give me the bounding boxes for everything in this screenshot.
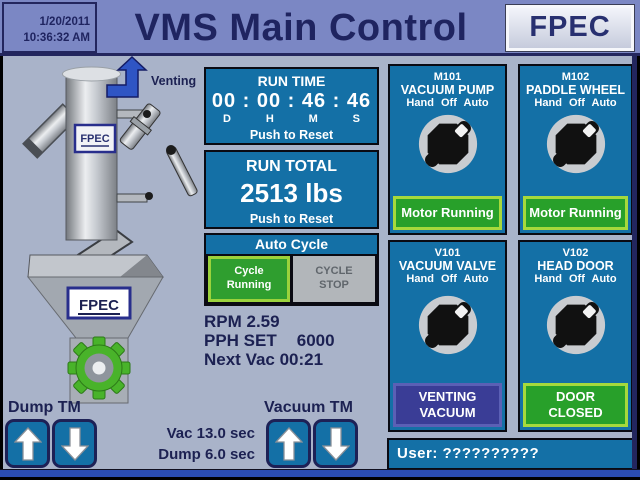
status-indicator: VENTING VACUUM	[393, 383, 502, 427]
date-text: 1/20/2011	[39, 16, 90, 28]
vacuum-tm-label: Vacuum TM	[264, 399, 353, 416]
status-indicator: Motor Running	[393, 196, 502, 230]
svg-text:FPEC: FPEC	[79, 297, 119, 314]
device-name: HEAD DOOR	[537, 259, 614, 273]
dump-tm-up-button[interactable]	[5, 419, 50, 468]
run-time-title: RUN TIME	[257, 73, 326, 89]
time-text: 10:36:32 AM	[23, 32, 90, 45]
hand-off-auto-label: Hand Off Auto	[534, 97, 617, 109]
right-frame	[632, 56, 637, 470]
control-panel-m101: M101 VACUUM PUMP Hand Off Auto Motor Run…	[388, 64, 507, 235]
selector-knob-icon[interactable]	[416, 112, 480, 176]
control-panel-v102: V102 HEAD DOOR Hand Off Auto DOOR CLOSED	[518, 240, 633, 432]
svg-text:FPEC: FPEC	[80, 133, 109, 145]
run-time-value: 00 : 00 : 46 : 46	[211, 90, 372, 112]
hand-off-auto-label: Hand Off Auto	[534, 273, 617, 285]
datetime-display: 1/20/2011 10:36:32 AM	[2, 2, 97, 53]
branch-pipe-icon	[22, 103, 78, 159]
control-panel-v101: V101 VACUUM VALVE Hand Off Auto VENTING …	[388, 240, 507, 432]
hand-off-auto-label: Hand Off Auto	[406, 273, 489, 285]
device-id: M101	[433, 71, 462, 83]
timer-readouts: Vac 13.0 sec Dump 6.0 sec	[112, 423, 255, 465]
run-time-hint: Push to Reset	[249, 128, 334, 142]
device-id: V101	[434, 247, 461, 259]
run-time-units: D H M S	[223, 113, 360, 125]
run-time-reset-panel[interactable]: RUN TIME 00 : 00 : 46 : 46 D H M S Push …	[204, 67, 379, 145]
fpec-logo: FPEC	[505, 4, 635, 52]
hopper-fpec-plate: FPEC	[66, 286, 132, 320]
dump-tm-label: Dump TM	[8, 399, 81, 416]
device-id: V102	[562, 247, 589, 259]
gear-icon	[67, 336, 131, 400]
cycle-running-button[interactable]: Cycle Running	[208, 256, 290, 302]
selector-knob-icon[interactable]	[544, 112, 608, 176]
cycle-stop-button[interactable]: CYCLE STOP	[293, 256, 375, 302]
vacuum-tm-up-button[interactable]	[266, 419, 311, 468]
control-panel-m102: M102 PADDLE WHEEL Hand Off Auto Motor Ru…	[518, 64, 633, 235]
silo-icon	[62, 66, 121, 241]
device-name: VACUUM PUMP	[400, 83, 495, 97]
dump-time-readout: Dump 6.0 sec	[158, 446, 255, 463]
status-indicator: Motor Running	[523, 196, 628, 230]
auto-cycle-panel: Auto Cycle Cycle Running CYCLE STOP	[204, 233, 379, 306]
vac-time-readout: Vac 13.0 sec	[166, 425, 255, 442]
run-total-title: RUN TOTAL	[246, 158, 337, 175]
run-total-hint: Push to Reset	[249, 212, 334, 226]
device-id: M102	[561, 71, 590, 83]
run-total-value: 2513 lbs	[240, 178, 343, 208]
actuator-arm-icon	[116, 103, 198, 203]
header-bar: 1/20/2011 10:36:32 AM VMS Main Control F…	[0, 0, 640, 56]
auto-cycle-title: Auto Cycle	[206, 235, 377, 254]
selector-knob-icon[interactable]	[544, 293, 608, 357]
bottom-frame	[0, 469, 640, 477]
user-login-bar[interactable]: User: ??????????	[387, 438, 637, 470]
device-name: PADDLE WHEEL	[525, 83, 626, 97]
arrow-up-icon	[274, 426, 303, 461]
arrow-down-icon	[60, 426, 89, 461]
rpm-readout: RPM 2.59	[204, 312, 280, 331]
run-total-reset-panel[interactable]: RUN TOTAL 2513 lbs Push to Reset	[204, 150, 379, 229]
dump-tm-down-button[interactable]	[52, 419, 97, 468]
next-vac-readout: Next Vac 00:21	[204, 350, 324, 370]
venting-label: Venting	[151, 74, 196, 88]
machine-diagram: Venting FPEC	[22, 55, 198, 404]
venting-arrow-icon	[106, 55, 148, 98]
hand-off-auto-label: Hand Off Auto	[406, 97, 489, 109]
selector-knob-icon[interactable]	[416, 293, 480, 357]
status-indicator: DOOR CLOSED	[523, 383, 628, 427]
page-title: VMS Main Control	[134, 7, 468, 49]
silo-fpec-plate: FPEC	[73, 123, 117, 154]
arrow-up-icon	[13, 426, 42, 461]
arrow-down-icon	[321, 426, 350, 461]
device-name: VACUUM VALVE	[398, 259, 497, 273]
vacuum-tm-down-button[interactable]	[313, 419, 358, 468]
